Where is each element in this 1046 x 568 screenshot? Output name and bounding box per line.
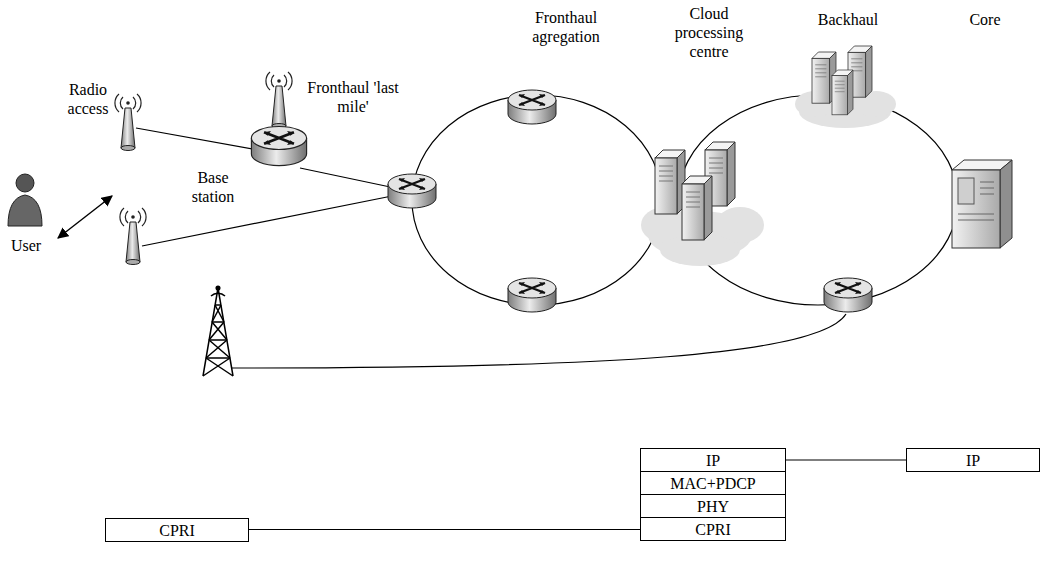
protocol-label: CPRI <box>695 520 731 539</box>
illustration-part <box>300 168 395 188</box>
illustration-part <box>8 195 42 226</box>
antenna-icon <box>266 72 292 129</box>
protocol-box: IP <box>640 448 786 472</box>
link-line <box>249 529 640 530</box>
illustration-part <box>832 70 853 115</box>
router-icon <box>824 278 872 312</box>
illustration-part <box>251 127 306 166</box>
illustration-part <box>655 150 685 214</box>
region-label: User <box>4 236 48 255</box>
illustration-part <box>211 293 225 296</box>
illustration-part <box>958 178 974 204</box>
illustration-part <box>203 305 233 376</box>
illustration-part <box>203 288 233 376</box>
fronthaul-ring <box>412 95 662 305</box>
protocol-label: IP <box>706 451 720 470</box>
protocol-box: CPRI <box>640 517 786 541</box>
radio-link-arrow <box>58 196 112 238</box>
protocol-label: PHY <box>697 497 729 516</box>
backhaul-ring <box>678 95 958 305</box>
cloud-server-cluster <box>641 142 764 266</box>
region-label: Core <box>958 10 1012 29</box>
region-label: Fronthaul agregation <box>518 8 614 46</box>
illustration-part <box>958 182 994 220</box>
region-label: Base station <box>178 168 248 206</box>
tower-icon <box>203 286 233 376</box>
access-links <box>136 128 846 368</box>
antenna-icon <box>115 94 141 151</box>
protocol-box: IP <box>906 448 1040 472</box>
router-icon <box>508 278 556 312</box>
backhaul-server-cluster <box>795 46 896 128</box>
protocol-label: IP <box>966 451 980 470</box>
illustration-part <box>136 128 258 150</box>
user-icon <box>8 174 42 226</box>
illustration-part <box>1000 160 1012 248</box>
protocol-box: CPRI <box>105 518 249 542</box>
illustration-part <box>206 305 230 358</box>
region-label: Cloud processing centre <box>664 4 754 61</box>
protocol-box: MAC+PDCP <box>640 471 786 495</box>
illustration-part <box>16 174 34 192</box>
illustration-part <box>682 176 712 240</box>
protocol-label: MAC+PDCP <box>670 474 756 493</box>
protocol-label: CPRI <box>159 521 195 540</box>
base-station-router <box>251 127 306 166</box>
antenna-icon <box>120 208 146 265</box>
core-cabinet <box>952 160 1012 248</box>
illustration-part <box>142 196 392 246</box>
illustration-part <box>216 286 220 290</box>
router-icon <box>508 90 556 124</box>
region-label: Fronthaul 'last mile' <box>305 78 401 116</box>
illustration-part <box>232 314 846 368</box>
illustration-part <box>832 70 853 115</box>
illustration-part <box>952 170 1000 248</box>
region-label: Backhaul <box>806 10 890 29</box>
router-icon <box>388 174 436 208</box>
link-line <box>786 459 906 460</box>
region-label: Radio access <box>56 80 120 118</box>
protocol-box: PHY <box>640 494 786 518</box>
